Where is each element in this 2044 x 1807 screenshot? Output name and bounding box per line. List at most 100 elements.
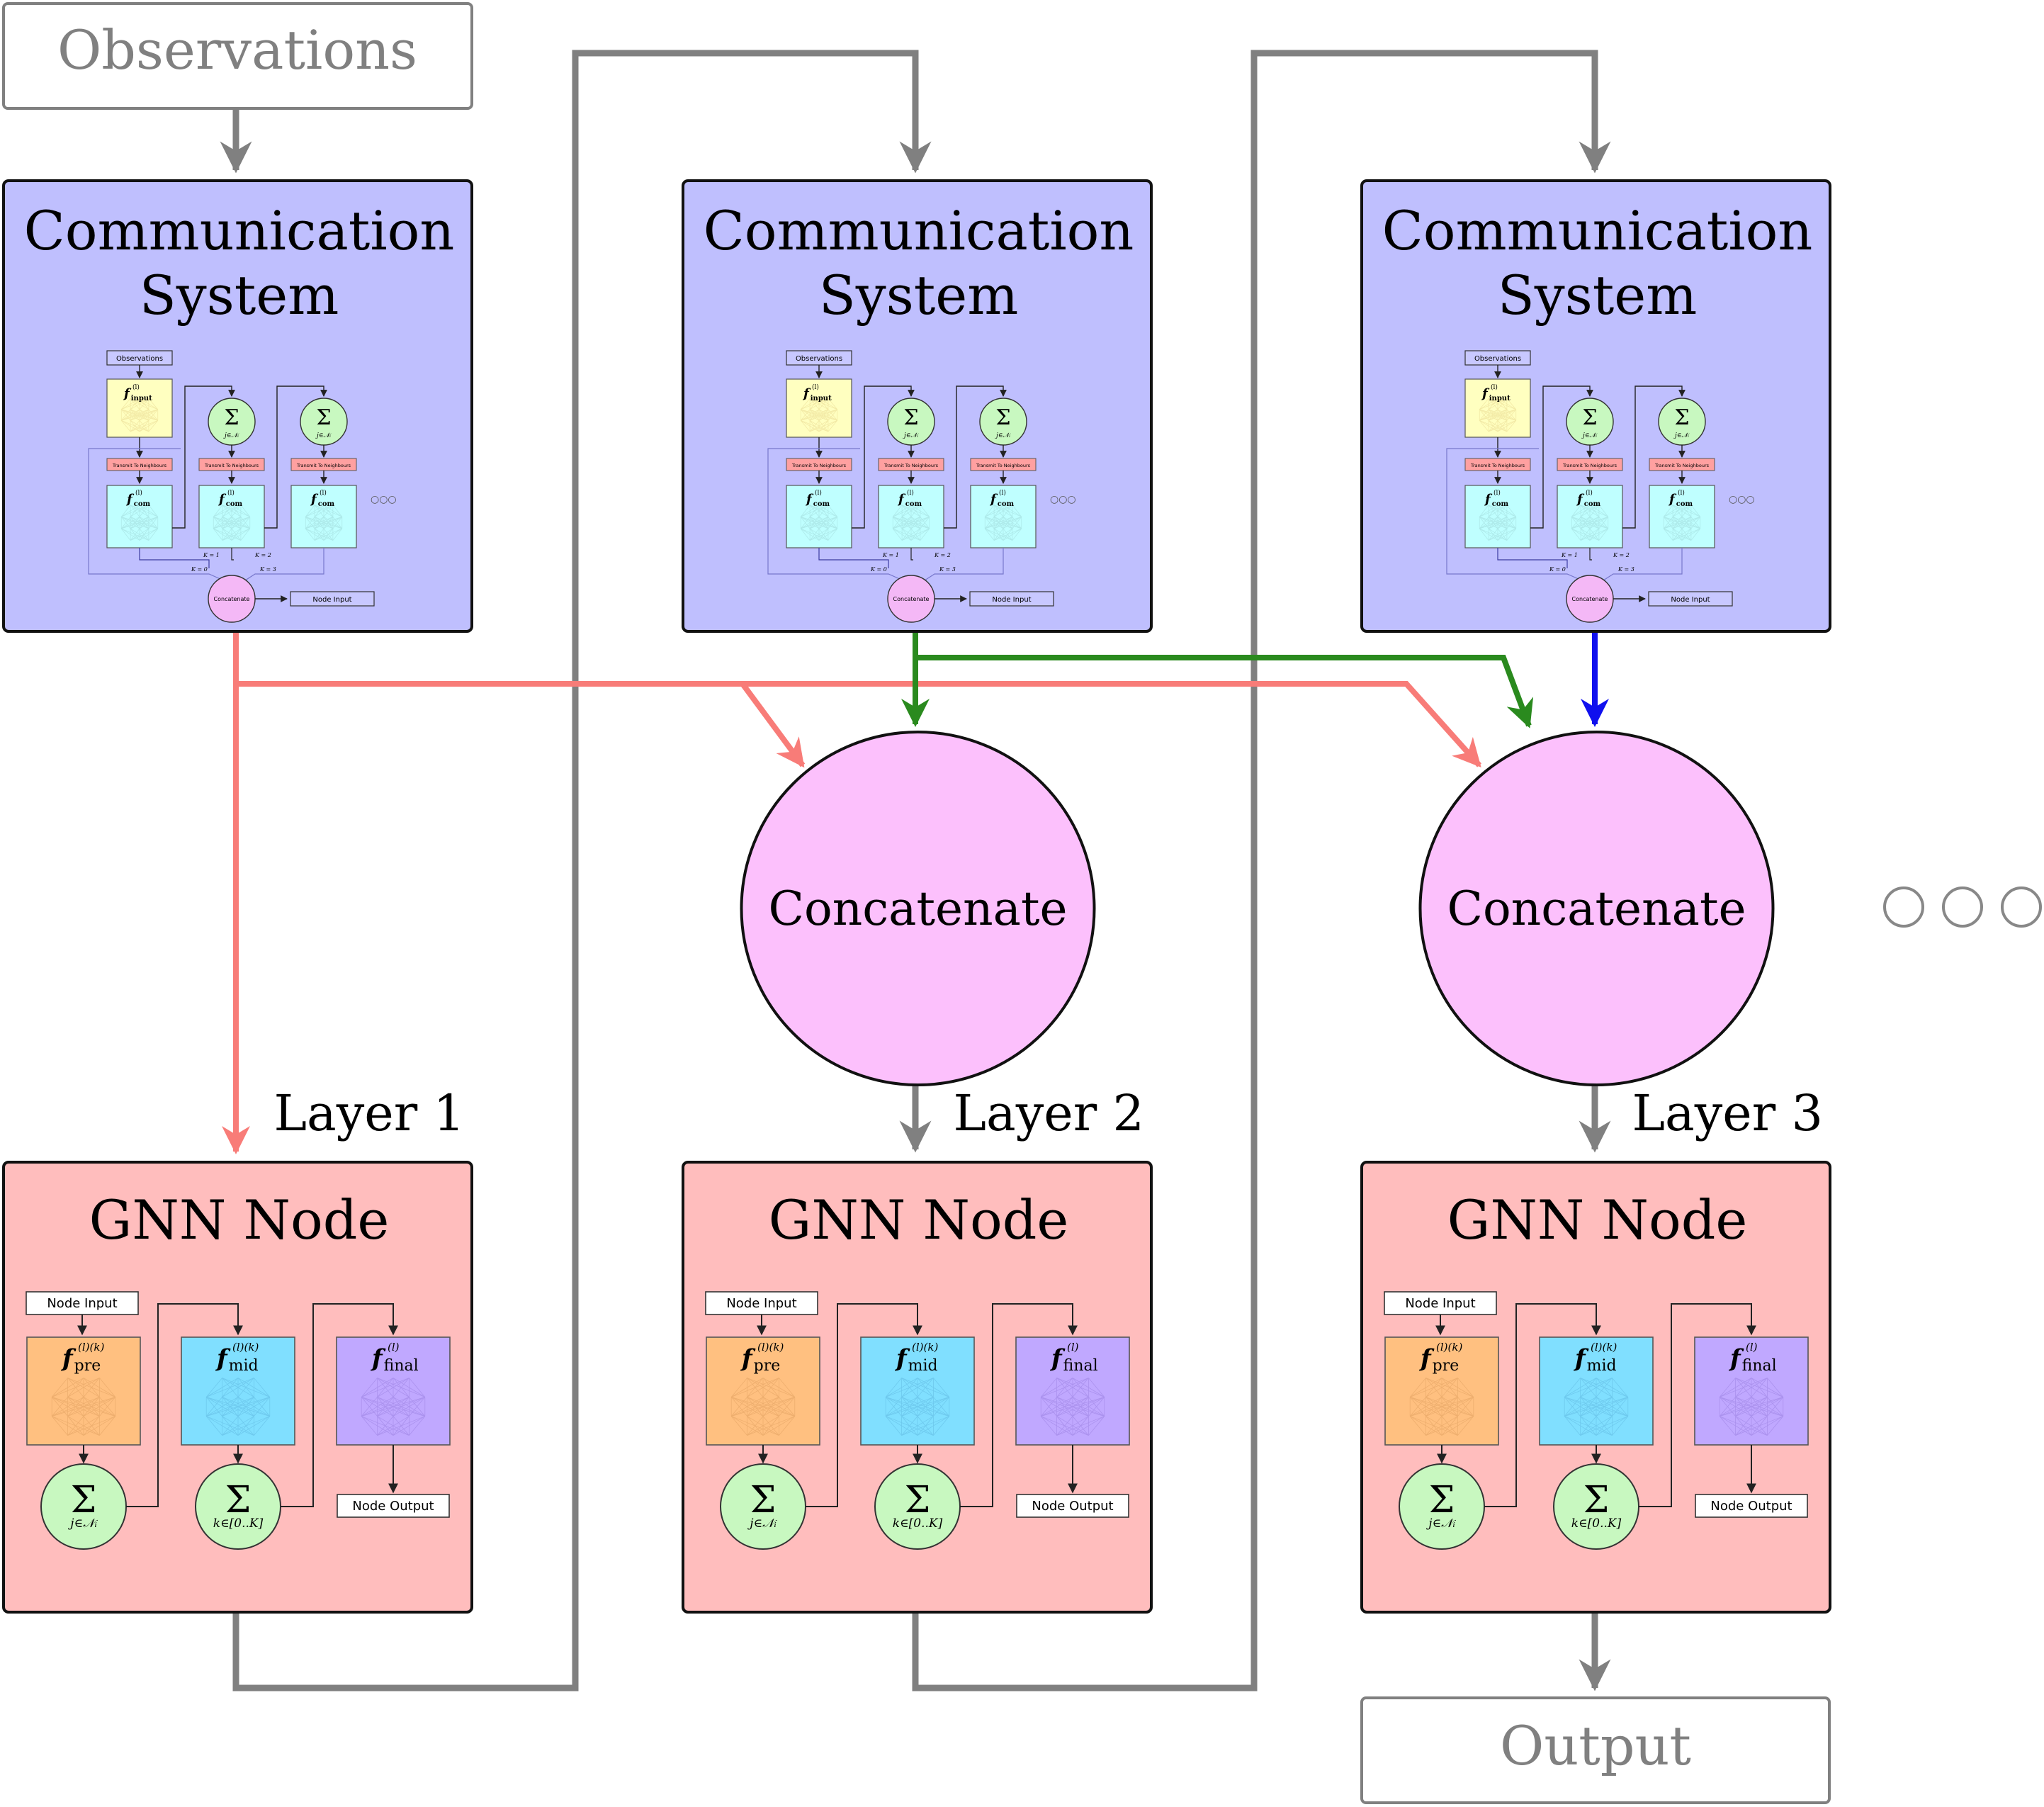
gnn-inner-diagram: Node Inputfpre(l)(k)fmid(l)(k)ffinal(l)Σ… — [1384, 1291, 1809, 1550]
gnn-node-input-box — [705, 1291, 818, 1315]
f-final-label: ffinal — [1050, 1344, 1098, 1375]
mini-k-label: K = 0 — [191, 566, 208, 573]
neural-net-mesh — [730, 1378, 796, 1436]
output-box: Output — [1360, 1696, 1831, 1804]
mini-sum-symbol: Σ — [1582, 405, 1597, 430]
mini-k-label: K = 0 — [1549, 566, 1566, 573]
concatenate-node[interactable]: Concatenate — [740, 731, 1096, 1086]
concatenate-node[interactable]: Concatenate — [1418, 731, 1775, 1086]
layer-label: Layer 3 — [1632, 1084, 1823, 1142]
ellipsis-dot — [1942, 886, 1983, 928]
f-final-label: ffinal — [371, 1344, 419, 1375]
sum-k-levels-symbol: Σ — [905, 1479, 931, 1521]
sum-neighbours-subscript: j∈𝒩ᵢ — [747, 1516, 778, 1531]
gnn-title: GNN Node — [1447, 1188, 1748, 1251]
f-pre-superscript: (l)(k) — [78, 1341, 104, 1353]
mini-sum-symbol: Σ — [224, 405, 239, 430]
mini-observations-label: Observations — [796, 355, 842, 363]
ellipsis-dot — [1883, 886, 1924, 928]
mini-transmit-label: Transmit To Neighbours — [976, 463, 1031, 468]
mini-f-input-sup: (l) — [132, 383, 140, 391]
mini-f-input-sup: (l) — [1491, 383, 1498, 391]
mini-node-input-label: Node Input — [1671, 596, 1710, 604]
sum-k-levels-symbol: Σ — [1583, 1479, 1610, 1521]
mini-f-com-sup: (l) — [227, 489, 235, 497]
layer1-feed-lines — [222, 633, 1481, 1154]
output-label: Output — [1500, 1714, 1691, 1777]
sum-k-levels-symbol: Σ — [225, 1479, 252, 1521]
more-layers-ellipsis — [1883, 886, 2042, 928]
mini-f-com-sup: (l) — [1678, 489, 1685, 497]
neural-net-mesh — [1040, 1378, 1105, 1436]
mini-k-label: K = 2 — [1613, 552, 1630, 558]
neural-net-mesh — [305, 505, 343, 541]
gnn2-to-comm3-arrow — [912, 50, 1611, 1691]
f-final-superscript: (l) — [1067, 1341, 1079, 1353]
sum-neighbours-symbol: Σ — [750, 1479, 777, 1521]
neural-net-mesh — [1479, 398, 1517, 432]
comm-title-line1: Communication — [704, 199, 1134, 262]
gnn-node-input-label: Node Input — [726, 1296, 796, 1311]
mini-observations-label: Observations — [1474, 355, 1521, 363]
layer-label: Layer 1 — [274, 1084, 465, 1142]
gnn-node-output-box — [337, 1494, 450, 1518]
sum-k-levels-subscript: k∈[0..K] — [893, 1516, 943, 1531]
comm-title-line1: Communication — [1382, 199, 1813, 262]
gnn-node-output-label: Node Output — [1710, 1499, 1792, 1514]
neural-net-mesh — [1409, 1378, 1474, 1436]
f-mid-superscript: (l)(k) — [912, 1341, 938, 1353]
sum-neighbours-subscript: j∈𝒩ᵢ — [67, 1516, 98, 1531]
neural-net-mesh — [1479, 505, 1517, 541]
mini-transmit-label: Transmit To Neighbours — [883, 463, 939, 468]
mini-sum-subscript: j∈𝒩ᵢ — [223, 432, 239, 439]
layer2-feed-lines — [901, 633, 1534, 728]
f-pre-label: fpre — [1419, 1344, 1459, 1375]
sum-neighbours-symbol: Σ — [71, 1479, 97, 1521]
gnn-node-input-label: Node Input — [1405, 1296, 1475, 1311]
gnn-node-input-box — [1384, 1291, 1497, 1315]
mini-k-label: K = 3 — [259, 566, 276, 573]
mini-k-label: K = 1 — [203, 552, 220, 558]
f-mid-label: fmid — [1574, 1344, 1617, 1375]
mini-node-input-label: Node Input — [312, 596, 351, 604]
mini-f-com-sup: (l) — [907, 489, 914, 497]
concatenate-label: Concatenate — [1447, 882, 1746, 936]
mini-f-input-sup: (l) — [812, 383, 819, 391]
gnn-node-input-label: Node Input — [47, 1296, 117, 1311]
comm-title-line2: System — [1498, 264, 1698, 327]
mini-node-input-box — [1648, 591, 1733, 607]
comm-title-line1: Communication — [24, 199, 455, 262]
mini-transmit-label: Transmit To Neighbours — [1654, 463, 1710, 468]
mini-k-label: K = 0 — [870, 566, 887, 573]
neural-net-mesh — [1564, 1378, 1629, 1436]
neural-net-mesh — [205, 1378, 271, 1436]
neural-net-mesh — [51, 1378, 116, 1436]
mini-node-input-box — [969, 591, 1054, 607]
neural-net-mesh — [1571, 505, 1609, 541]
f-mid-superscript: (l)(k) — [232, 1341, 259, 1353]
ellipsis-dot — [2001, 886, 2042, 928]
f-pre-superscript: (l)(k) — [1436, 1341, 1462, 1353]
mini-sum-symbol: Σ — [903, 405, 918, 430]
mini-transmit-label: Transmit To Neighbours — [1470, 463, 1525, 468]
gnn-node-output-box — [1016, 1494, 1129, 1518]
mini-k-label: K = 1 — [882, 552, 899, 558]
f-mid-label: fmid — [895, 1344, 938, 1375]
gnn-inner-diagram: Node Inputfpre(l)(k)fmid(l)(k)ffinal(l)Σ… — [26, 1291, 451, 1550]
neural-net-mesh — [213, 505, 251, 541]
mini-transmit-label: Transmit To Neighbours — [1562, 463, 1617, 468]
mini-ellipsis: ○○○ — [371, 494, 397, 505]
mini-f-com-sup: (l) — [999, 489, 1006, 497]
comm1-to-concat2-arrow — [236, 681, 806, 768]
f-pre-label: fpre — [740, 1344, 780, 1375]
neural-net-mesh — [800, 505, 838, 541]
f-mid-superscript: (l)(k) — [1591, 1341, 1617, 1353]
mini-sum-symbol: Σ — [316, 405, 331, 430]
